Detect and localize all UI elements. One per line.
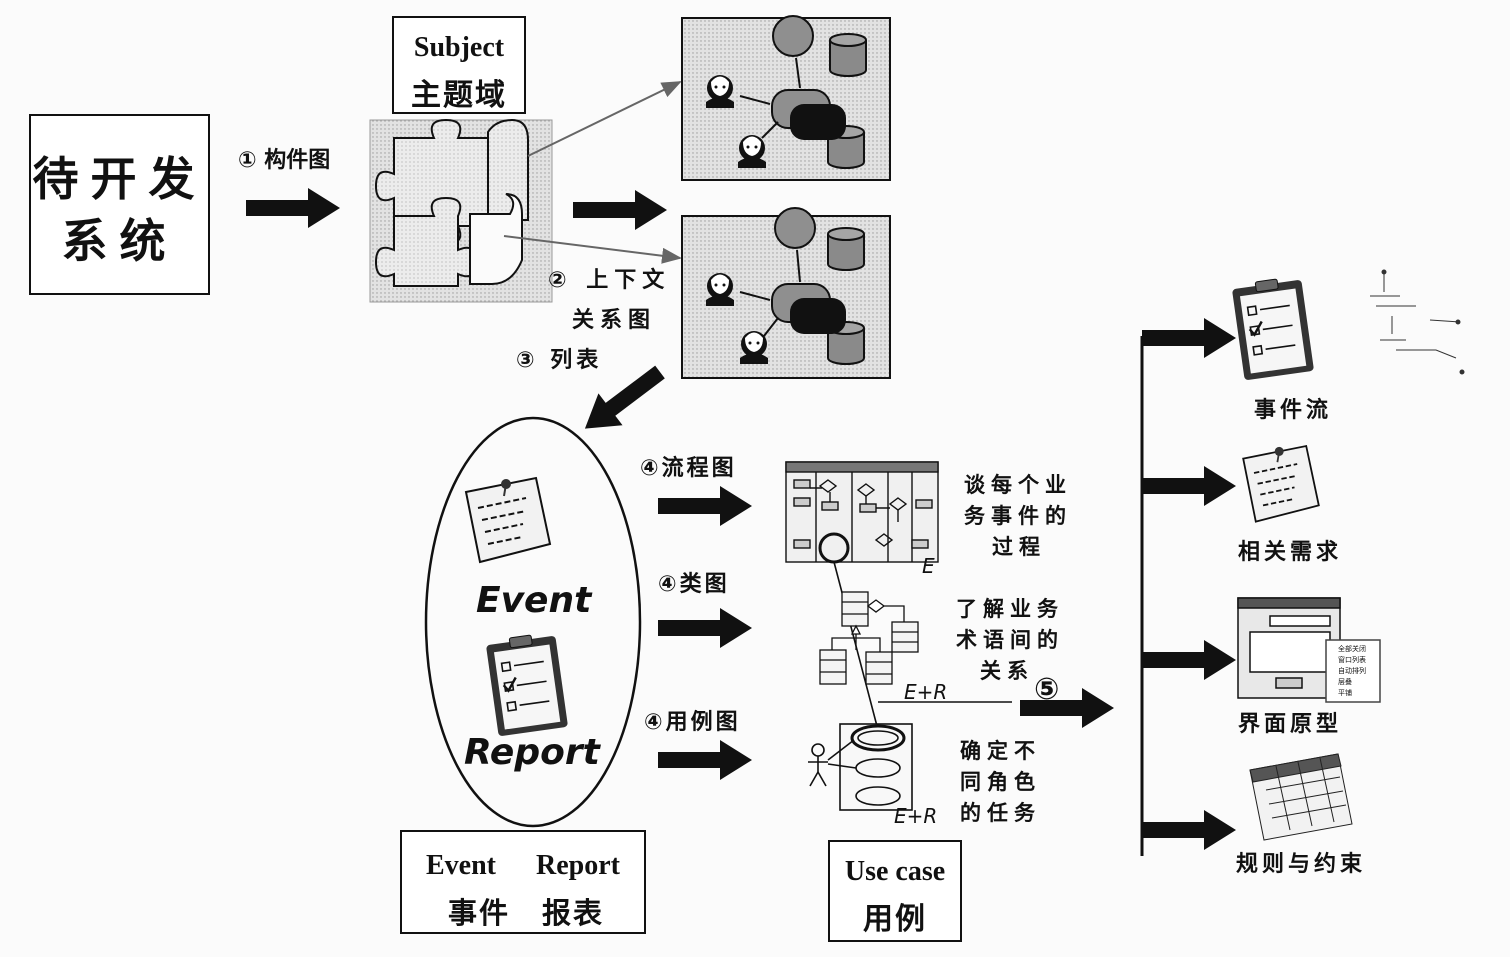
step4-class-label: ④类图	[658, 572, 730, 597]
flow-note-1: 谈每个业	[964, 473, 1072, 497]
subject-zh: 主题域	[411, 78, 507, 113]
flowchart-icon	[785, 461, 939, 563]
report-en: Report	[536, 850, 620, 881]
event-en: Event	[426, 850, 496, 881]
report-zh: 报表	[542, 896, 605, 930]
puzzle-icon	[374, 118, 529, 287]
step4-usecase-label: ④用例图	[644, 710, 741, 735]
arrow-out-3	[1142, 640, 1236, 680]
class-note-1: 了解业务	[956, 597, 1064, 621]
system-line2: 系统	[61, 214, 178, 268]
system-box: 待开发 系统	[29, 114, 210, 295]
step4-flow-label: ④流程图	[640, 456, 737, 481]
flow-note-2: 务事件的	[964, 504, 1072, 528]
marker-er-1: E+R	[904, 680, 948, 704]
related-req-memo-icon	[1242, 445, 1320, 523]
class-note-3: 关系	[980, 659, 1034, 683]
event-memo-icon	[465, 477, 551, 563]
menu-item: 窗口列表	[1338, 656, 1366, 664]
arrow-out-4	[1142, 810, 1236, 850]
subject-box: Subject 主题域	[392, 16, 526, 114]
class-note-2: 术语间的	[956, 628, 1064, 652]
menu-item: 层叠	[1338, 678, 1352, 686]
usecase-diagram-icon	[808, 723, 913, 811]
step2-label-2: 关系图	[572, 308, 657, 333]
marker-e: E	[922, 554, 935, 578]
arrow-out-1	[1142, 318, 1236, 358]
step1-label: ① 构件图	[238, 148, 331, 173]
step3-label: ③ 列表	[516, 348, 603, 373]
rules-calendar-icon	[1249, 753, 1353, 841]
step5-label: ⑤	[1034, 672, 1060, 707]
output-rules: 规则与约束	[1236, 852, 1367, 877]
menu-item: 全部关闭	[1338, 645, 1366, 653]
arrow-4c	[658, 740, 752, 780]
event-flow-clipboard-icon	[1230, 277, 1316, 382]
usecase-en: Use case	[844, 856, 946, 887]
ui-prototype-menu: 全部关闭 窗口列表 自动排列 层叠 平铺	[1338, 644, 1366, 699]
event-report-ellipse	[424, 416, 642, 828]
usecase-zh: 用例	[863, 902, 927, 937]
system-line1: 待开发	[32, 152, 207, 206]
event-zh: 事件	[448, 896, 511, 930]
usecase-note-1: 确定不	[960, 739, 1041, 763]
output-related-req: 相关需求	[1238, 540, 1343, 565]
event-report-box: Event Report 事件 报表	[400, 830, 646, 934]
output-ui-prototype: 界面原型	[1238, 712, 1343, 737]
usecase-note-2: 同角色	[960, 770, 1041, 794]
menu-item: 平铺	[1338, 689, 1352, 697]
arrow-2	[573, 190, 667, 230]
output-event-flow: 事件流	[1254, 398, 1333, 423]
marker-er-2: E+R	[894, 804, 938, 828]
menu-item: 自动排列	[1338, 667, 1366, 675]
arrow-out-2	[1142, 466, 1236, 506]
ui-prototype-icon	[1237, 597, 1381, 703]
usecase-note-3: 的任务	[960, 801, 1041, 825]
context-panel-2	[681, 207, 891, 379]
report-script-label: Report	[464, 732, 600, 773]
flow-note-3: 过程	[992, 535, 1046, 559]
class-diagram-icon	[819, 591, 919, 685]
step2-label: ② 上下文	[548, 268, 671, 293]
usecase-box: Use case 用例	[828, 840, 962, 942]
subject-en: Subject	[413, 32, 505, 63]
arrow-4a	[658, 486, 752, 526]
event-script-label: Event	[476, 580, 592, 621]
report-clipboard-icon	[484, 633, 570, 738]
context-panel-1	[681, 15, 891, 181]
event-flow-sketch-icon	[1370, 269, 1465, 375]
arrow-1	[246, 188, 340, 228]
arrow-4b	[658, 608, 752, 648]
